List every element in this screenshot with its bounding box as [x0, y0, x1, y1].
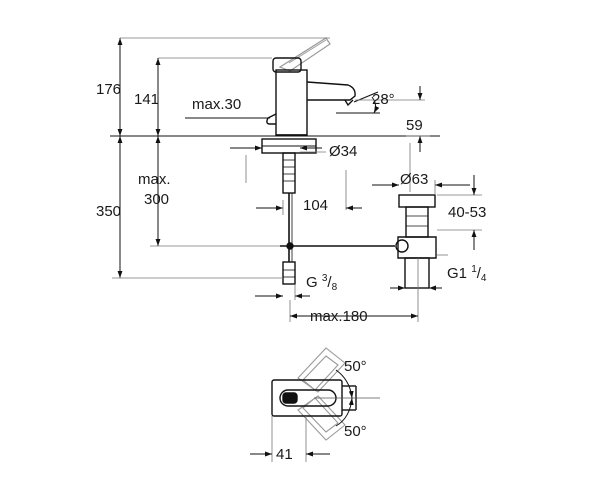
dim-max-180: max.180 — [310, 308, 368, 325]
waste-fitting — [395, 194, 437, 289]
dim-40-53: 40-53 — [448, 204, 487, 221]
dim-59: 59 — [406, 117, 423, 134]
thread-g1-letter: G1 — [447, 265, 468, 282]
waste-dimensions — [255, 175, 482, 322]
dim-angle-28: 28° — [372, 91, 395, 108]
faucet-body — [275, 69, 308, 136]
dim-diameter-34: Ø34 — [329, 143, 358, 160]
dim-41: 41 — [276, 446, 293, 463]
lever-outline — [278, 37, 331, 72]
spout — [306, 81, 356, 101]
hose-fitting — [282, 261, 296, 285]
dim-max-label: max. — [138, 171, 171, 188]
thread-g1-numerator: 1 — [471, 264, 477, 275]
lever-knob — [272, 57, 302, 73]
dim-angle-50-top: 50° — [344, 358, 367, 375]
faucet-side-view — [261, 37, 395, 285]
dim-350: 350 — [96, 203, 122, 220]
thread-g-denominator: 8 — [331, 282, 338, 293]
dim-thread-g1-14: G1 1/4 — [447, 264, 487, 284]
spout-dimensions — [336, 86, 430, 192]
dim-104: 104 — [303, 197, 329, 214]
thread-g1-denominator: 4 — [480, 273, 487, 284]
thread-g-letter: G — [306, 274, 318, 291]
left-dimensions — [110, 37, 440, 279]
dim-176: 176 — [96, 81, 122, 98]
dim-max-30: max.30 — [192, 96, 242, 113]
dim-thread-g38: G 3/8 — [306, 273, 338, 293]
top-view-dimensions — [250, 369, 354, 462]
dim-angle-50-bottom: 50° — [344, 423, 367, 440]
dim-diameter-63: Ø63 — [400, 171, 429, 188]
threaded-shank — [282, 152, 296, 194]
thread-g-numerator: 3 — [321, 273, 328, 284]
dim-141: 141 — [134, 91, 160, 108]
dim-300: 300 — [144, 191, 170, 208]
